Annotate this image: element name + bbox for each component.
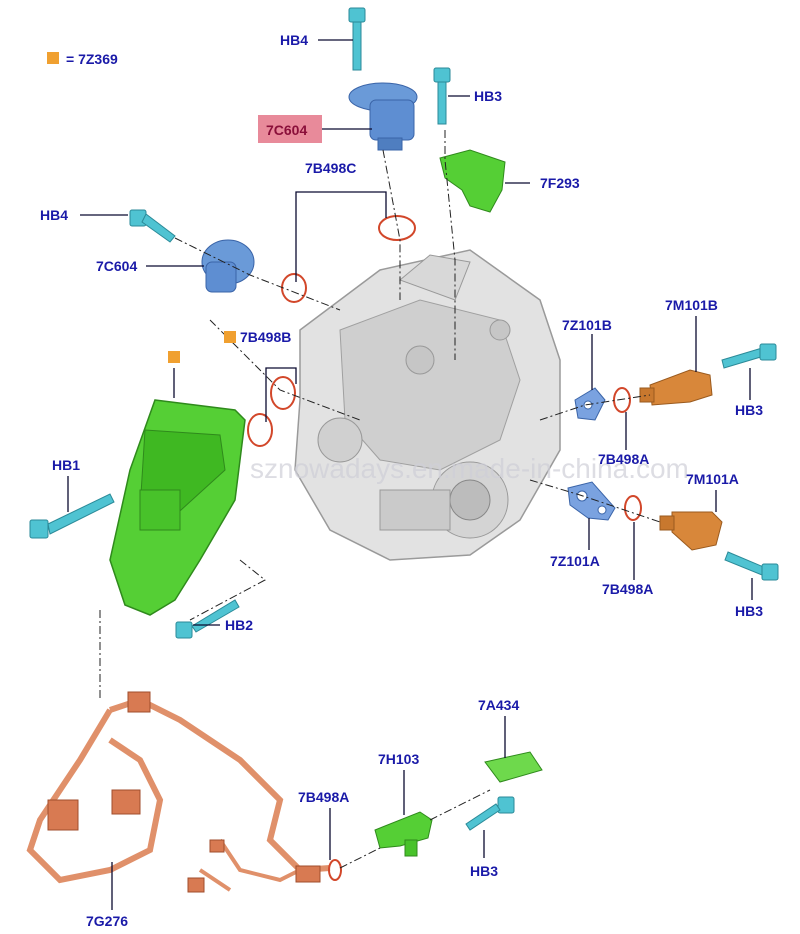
- label-hb3-bottom: HB3: [470, 863, 498, 879]
- o-ring-7b498a-2: [624, 495, 642, 521]
- label-hb2: HB2: [225, 617, 253, 633]
- bracket-7a434: [484, 751, 543, 783]
- bolt-hb3-right1: [721, 343, 777, 369]
- label-7b498c: 7B498C: [305, 160, 356, 176]
- label-hb1: HB1: [52, 457, 80, 473]
- legend-label: = 7Z369: [66, 51, 118, 67]
- label-7m101b: 7M101B: [665, 297, 718, 313]
- label-hb3-right2: HB3: [735, 603, 763, 619]
- sensor-7h103: [374, 811, 433, 857]
- o-ring-7b498c-left: [281, 273, 307, 303]
- bolt-hb2: [175, 599, 240, 639]
- o-ring-7b498a-1: [613, 387, 631, 413]
- cover-marker-swatch: [168, 351, 180, 363]
- label-7b498b: 7B498B: [240, 329, 291, 345]
- leader-lines: [67, 39, 753, 910]
- wiring-harness-7g276: [26, 691, 331, 893]
- label-7g276: 7G276: [86, 913, 128, 929]
- bolt-hb3-bottom: [465, 796, 515, 831]
- highlight-box-7c604: [258, 115, 322, 143]
- label-7b498a-2: 7B498A: [602, 581, 653, 597]
- bolt-hb3-right2: [724, 551, 779, 581]
- label-7a434: 7A434: [478, 697, 519, 713]
- o-ring-7b498b-2: [247, 413, 273, 447]
- green-cover-7z369: [109, 351, 246, 616]
- label-hb4-top: HB4: [280, 32, 308, 48]
- solenoid-7c604-top: [348, 82, 418, 151]
- label-hb3-top: HB3: [474, 88, 502, 104]
- sensor-7m101b: [639, 369, 713, 406]
- solenoid-7c604-left: [201, 239, 255, 293]
- label-7b498a-3: 7B498A: [298, 789, 349, 805]
- watermark: sznowadays.en.made-in-china.com: [250, 453, 689, 484]
- label-7m101a: 7M101A: [686, 471, 739, 487]
- sensor-7m101a: [659, 511, 723, 551]
- label-7b498a-1: 7B498A: [598, 451, 649, 467]
- assembly-lines: [99, 130, 661, 869]
- label-hb4-left: HB4: [40, 207, 68, 223]
- bracket-7f293: [439, 149, 506, 213]
- bolt-hb4-left: [129, 209, 176, 243]
- bolt-hb4-top: [348, 7, 366, 71]
- legend: = 7Z369: [47, 51, 118, 67]
- label-7c604-left: 7C604: [96, 258, 137, 274]
- plate-7z101a: [567, 481, 616, 521]
- label-hb3-right1: HB3: [735, 402, 763, 418]
- bolt-hb1: [29, 493, 115, 539]
- label-7z101b: 7Z101B: [562, 317, 612, 333]
- o-ring-7b498a-3: [328, 859, 342, 881]
- label-7h103: 7H103: [378, 751, 419, 767]
- label-7c604-top: 7C604: [266, 122, 307, 138]
- legend-swatch: [47, 52, 59, 64]
- label-7b498b-swatch: [224, 331, 236, 343]
- transmission-housing: [294, 249, 561, 561]
- label-7f293: 7F293: [540, 175, 580, 191]
- label-7z101a: 7Z101A: [550, 553, 600, 569]
- o-ring-7b498c-top: [378, 215, 416, 241]
- o-ring-7b498b-1: [270, 376, 296, 410]
- bolt-hb3-top: [433, 67, 451, 125]
